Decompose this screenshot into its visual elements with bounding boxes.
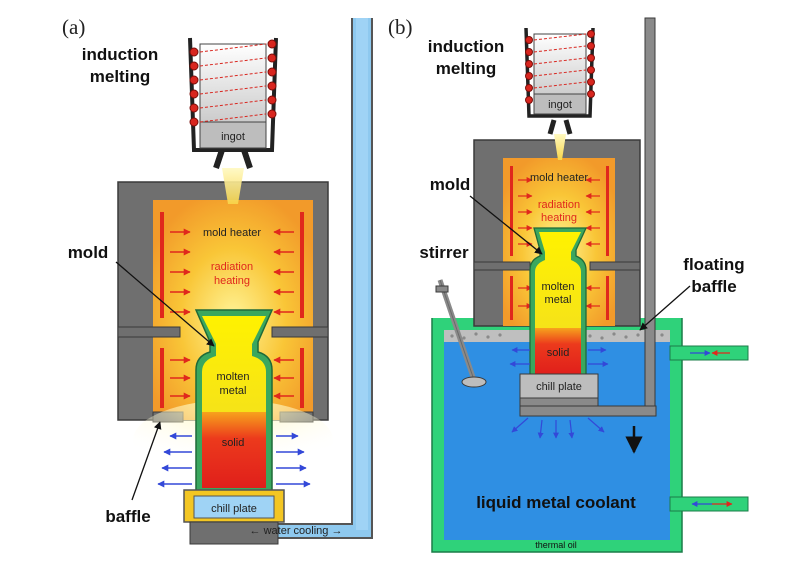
label-chill-plate-b: chill plate (536, 381, 582, 393)
mold-pointer-a (115, 261, 215, 347)
label-induction-b-1: induction (428, 37, 504, 56)
mold-pointer-b (469, 195, 543, 255)
label-radiation-b-1: radiation (538, 199, 580, 211)
withdrawal-rod (644, 17, 656, 413)
panel-b: (b) (388, 15, 749, 553)
label-induction-a-2: melting (90, 67, 150, 86)
label-induction-a-1: induction (82, 45, 158, 64)
label-solid-a: solid (222, 437, 245, 449)
radiation-arrows-a (170, 228, 294, 400)
label-radiation-a-2: heating (214, 275, 250, 287)
label-molten-a-2: metal (220, 385, 247, 397)
label-stirrer: stirrer (419, 243, 469, 262)
label-mold-heater-b: mold heater (530, 172, 588, 184)
label-thermal-oil: thermal oil (535, 540, 577, 550)
label-baffle-a: baffle (105, 507, 150, 526)
floating-baffle-texture (450, 332, 664, 340)
label-molten-b-2: metal (545, 294, 572, 306)
panel-b-tag: (b) (388, 15, 413, 39)
cooling-arrows-b (509, 347, 609, 439)
label-mold-heater-a: mold heater (203, 227, 261, 239)
induction-crucible-b (524, 27, 595, 160)
induction-crucible-a (188, 37, 278, 204)
chill-plate-b (519, 373, 657, 417)
panel-a: (a) (62, 15, 373, 545)
chill-plate-a (183, 489, 285, 545)
label-mold-a: mold (68, 243, 109, 262)
mold-b (529, 227, 588, 379)
label-mold-b: mold (430, 175, 471, 194)
label-floating-baffle-1: floating (683, 255, 744, 274)
label-radiation-b-2: heating (541, 212, 577, 224)
label-molten-a-1: molten (216, 371, 249, 383)
coolant-tank (431, 318, 749, 553)
floating-baffle-pointer (639, 285, 691, 331)
heater-bars-a (160, 212, 304, 408)
label-water-cooling: ← water cooling → (250, 525, 343, 537)
label-ingot-a: ingot (221, 131, 245, 143)
label-liquid-metal-coolant: liquid metal coolant (476, 493, 636, 512)
mold-a (194, 309, 274, 495)
heater-bars-b (510, 166, 609, 320)
panel-a-tag: (a) (62, 15, 85, 39)
label-floating-baffle-2: baffle (691, 277, 736, 296)
label-ingot-b: ingot (548, 99, 572, 111)
stirrer (435, 279, 487, 388)
label-solid-b: solid (547, 347, 570, 359)
label-induction-b-2: melting (436, 59, 496, 78)
baffle-pointer-a (131, 421, 162, 501)
label-molten-b-1: molten (541, 281, 574, 293)
label-radiation-a-1: radiation (211, 261, 253, 273)
label-chill-plate-a: chill plate (211, 503, 257, 515)
